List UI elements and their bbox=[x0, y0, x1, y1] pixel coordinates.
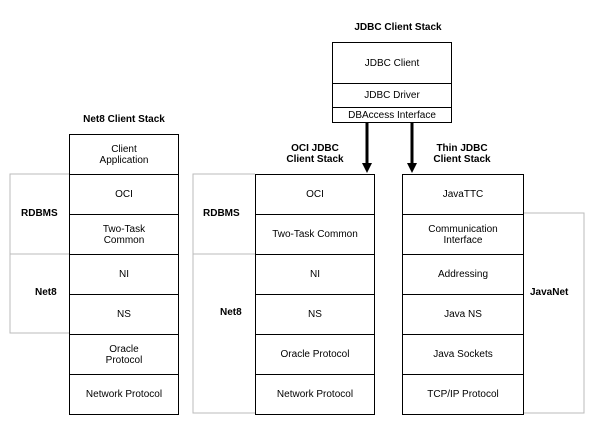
thin-layer-3: Addressing bbox=[402, 254, 524, 295]
oci-rdbms-label: RDBMS bbox=[203, 208, 240, 219]
oci-net8-label: Net8 bbox=[220, 307, 242, 318]
net8-net8-group-outline bbox=[9, 253, 69, 334]
thin-javanet-label: JavaNet bbox=[530, 287, 569, 298]
thin-layer-1: JavaTTC bbox=[402, 174, 524, 215]
net8-layer-1: Client Application bbox=[69, 134, 179, 175]
thin-layer-5: Java Sockets bbox=[402, 334, 524, 375]
oci-layer-3: NI bbox=[255, 254, 375, 295]
oci-layer-6: Network Protocol bbox=[255, 374, 375, 415]
net8-layer-4: NI bbox=[69, 254, 179, 295]
oci-layer-5: Oracle Protocol bbox=[255, 334, 375, 375]
net8-layer-5: NS bbox=[69, 294, 179, 335]
oci-stack-header: OCI JDBC Client Stack bbox=[286, 143, 344, 165]
jdbc-client-box: JDBC Client bbox=[332, 42, 452, 84]
net8-stack-header: Net8 Client Stack bbox=[83, 114, 165, 125]
net8-layer-3: Two-Task Common bbox=[69, 214, 179, 255]
oci-net8-group-outline bbox=[192, 253, 255, 414]
thin-layer-2: Communication Interface bbox=[402, 214, 524, 255]
oci-layer-2: Two-Task Common bbox=[255, 214, 375, 255]
arrow-to-oci-stack-head bbox=[362, 163, 372, 173]
oci-layer-4: NS bbox=[255, 294, 375, 335]
jdbc-stack-header: JDBC Client Stack bbox=[354, 22, 442, 33]
dbaccess-interface-box: DBAccess Interface bbox=[332, 107, 452, 123]
jdbc-driver-box: JDBC Driver bbox=[332, 83, 452, 108]
thin-layer-4: Java NS bbox=[402, 294, 524, 335]
net8-layer-7: Network Protocol bbox=[69, 374, 179, 415]
oci-layer-1: OCI bbox=[255, 174, 375, 215]
net8-net8-label: Net8 bbox=[35, 287, 57, 298]
thin-layer-6: TCP/IP Protocol bbox=[402, 374, 524, 415]
thin-stack-header: Thin JDBC Client Stack bbox=[433, 143, 491, 165]
arrow-to-thin-stack-head bbox=[407, 163, 417, 173]
net8-layer-2: OCI bbox=[69, 174, 179, 215]
net8-rdbms-label: RDBMS bbox=[21, 208, 58, 219]
thin-javanet-group-outline bbox=[524, 212, 585, 414]
net8-layer-6: Oracle Protocol bbox=[69, 334, 179, 375]
